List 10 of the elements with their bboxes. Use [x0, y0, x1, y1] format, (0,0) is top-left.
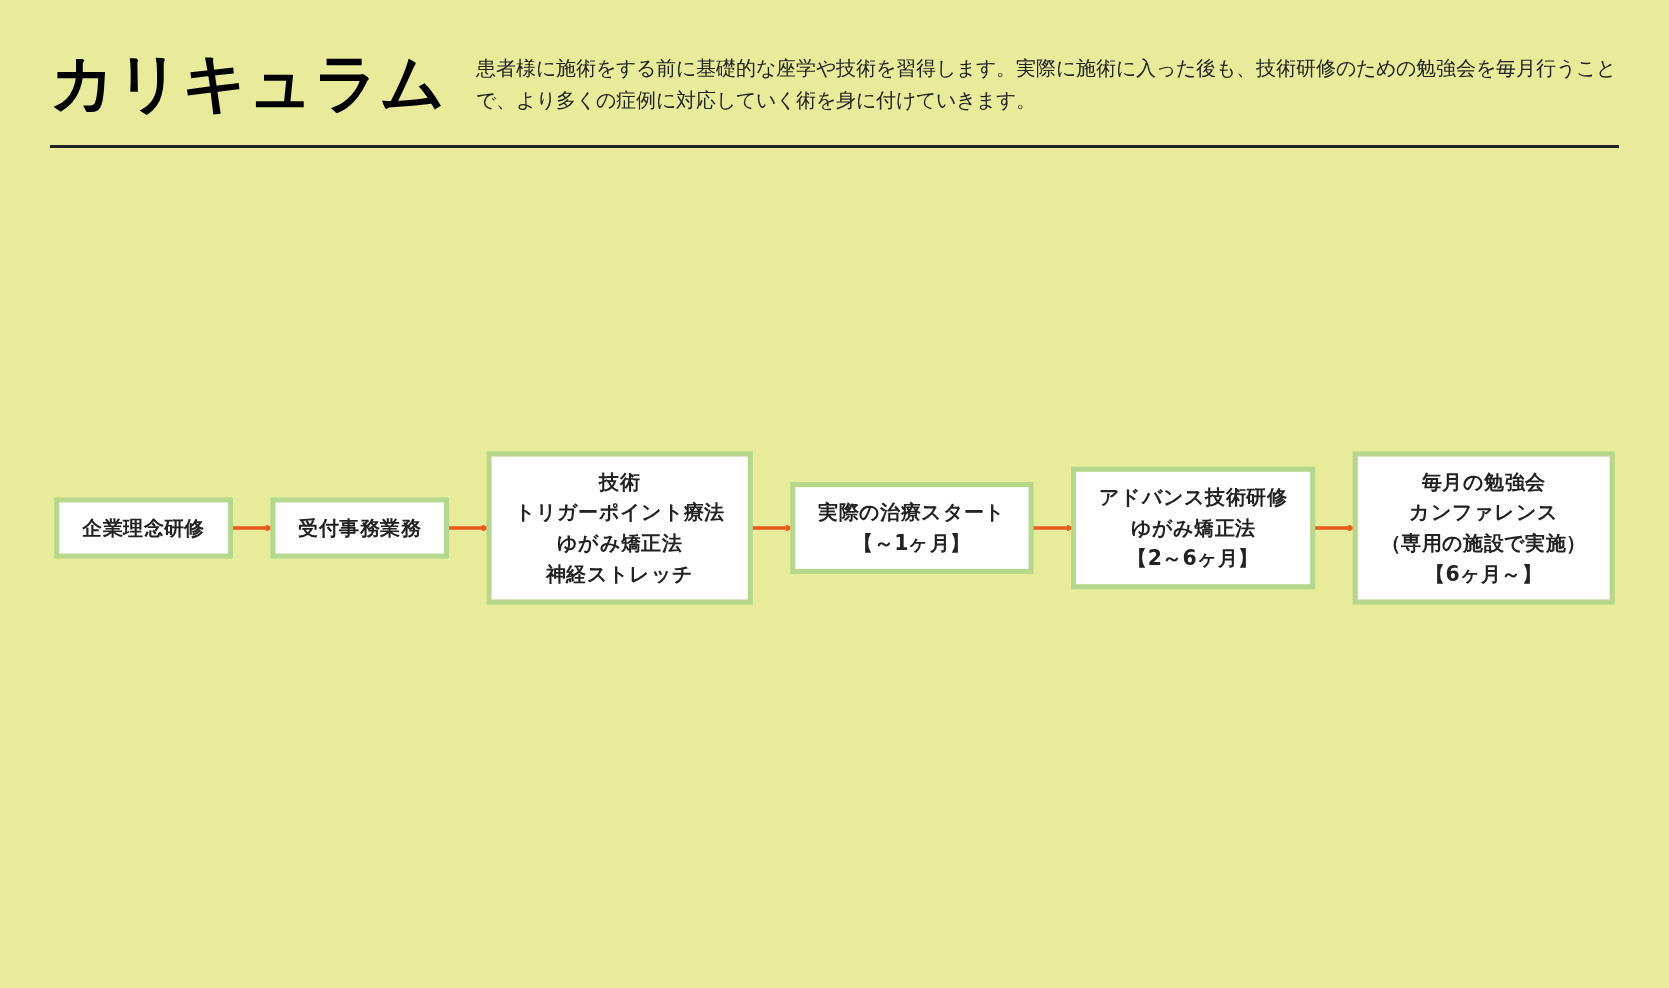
arrow	[1312, 524, 1356, 532]
node-box: 企業理念研修	[54, 497, 233, 559]
node-box: 技術 トリガーポイント療法 ゆがみ矯正法 神経ストレッチ	[486, 451, 753, 605]
node-box: 受付事務業務	[270, 497, 450, 559]
node-box: 実際の治療スタート 【～1ヶ月】	[790, 482, 1034, 574]
title: カリキュラム	[50, 45, 446, 122]
node-box: アドバンス技術研修 ゆがみ矯正法 【2～6ヶ月】	[1071, 466, 1316, 590]
arrow	[1031, 524, 1074, 532]
caption: 患者様に施術をする前に基礎的な座学や技術を習得します。実際に施術に入った後も、技術研修のための勉強会を毎月行うことで、より多くの症例に対応していく術を身に付けていきます。	[476, 54, 1617, 114]
node-box: 毎月の勉強会 カンファレンス （専用の施設で実施） 【6ヶ月～】	[1352, 451, 1615, 605]
